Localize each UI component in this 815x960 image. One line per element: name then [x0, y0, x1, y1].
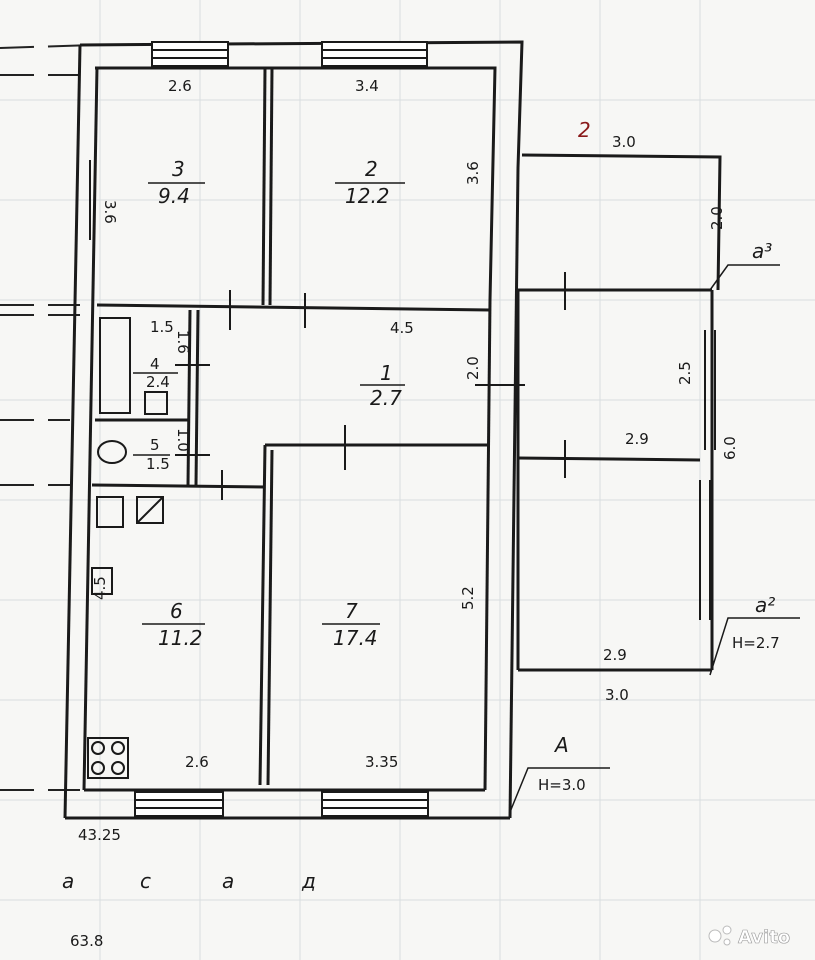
dimension-label: 2.0: [464, 356, 482, 380]
toilet-icon: [97, 440, 127, 464]
room-area: 1.5: [146, 455, 170, 473]
room-area: 2.4: [146, 373, 170, 391]
dimension-label: 1.5: [150, 318, 174, 336]
dimension-label: 3.6: [464, 161, 482, 185]
dimension-label: 4.5: [91, 576, 109, 600]
footer-letter: а: [222, 869, 234, 893]
fixtures: [87, 317, 168, 779]
annex-a2-label: а²: [755, 593, 775, 617]
sink-icon: [144, 391, 168, 415]
dimension-label: 2.0: [708, 206, 726, 230]
room-number: 4: [150, 355, 160, 373]
red-annex-label: 2: [578, 118, 591, 142]
room-number: 3: [172, 157, 185, 181]
dimension-label: 6.0: [721, 436, 739, 460]
windows: [89, 41, 716, 817]
dimension-label: 2.5: [676, 361, 694, 385]
dimension-label: 1.0: [174, 428, 192, 452]
footer-letter: с: [140, 869, 151, 893]
stove-icon: [87, 737, 129, 779]
svg-text:Avito: Avito: [738, 927, 790, 948]
door-marks: [175, 272, 566, 500]
dimension-label: 5.2: [459, 586, 477, 610]
dimension-label: 2.6: [168, 77, 192, 95]
outlet-icon: [91, 567, 113, 595]
avito-watermark: Avito: [708, 925, 790, 948]
annex-a3-label: а³: [752, 239, 772, 263]
dimension-label: 4.5: [390, 319, 414, 337]
dimension-label: 2.6: [185, 753, 209, 771]
room-area: 11.2: [158, 626, 203, 650]
heater-icon: [136, 496, 164, 524]
total-area-1: 43.25: [78, 826, 121, 844]
dimension-label: 2.9: [625, 430, 649, 448]
room-area: 12.2: [345, 184, 390, 208]
room-area: 2.7: [370, 386, 402, 410]
dimension-label: 2.9: [603, 646, 627, 664]
dimension-label: 3.4: [355, 77, 379, 95]
total-area-2: 63.8: [70, 932, 103, 950]
room-area: 17.4: [333, 626, 378, 650]
footer-letter: д: [301, 869, 316, 893]
room-area: 9.4: [158, 184, 190, 208]
room-number: 5: [150, 436, 160, 454]
footer-letter: а: [62, 869, 74, 893]
room-number: 2: [365, 157, 378, 181]
dimension-label: 3.35: [365, 753, 398, 771]
dimension-label: 3.6: [101, 200, 119, 224]
annex-A-label: А: [553, 733, 569, 757]
room-number: 1: [380, 361, 393, 385]
room-number: 6: [170, 599, 183, 623]
dimension-label: 3.0: [605, 686, 629, 704]
bathtub-icon: [99, 317, 131, 414]
neighbor-dashed-lines: [0, 44, 96, 791]
dimension-label: 3.0: [612, 133, 636, 151]
dimension-label: 1.6: [174, 330, 192, 354]
annex-a2-height: Н=2.7: [732, 634, 780, 652]
room-number: 7: [345, 599, 358, 623]
boiler-icon: [96, 496, 124, 528]
leader-lines: [133, 182, 800, 813]
main-walls: [63, 40, 722, 820]
annex-A-height: Н=3.0: [538, 776, 586, 794]
